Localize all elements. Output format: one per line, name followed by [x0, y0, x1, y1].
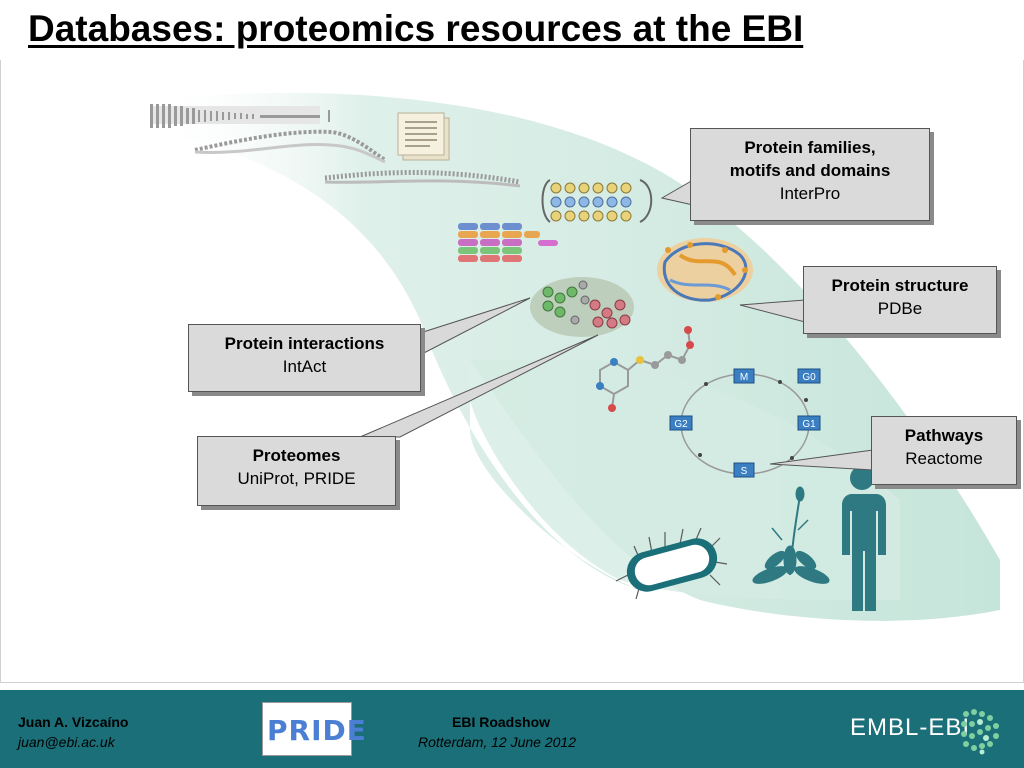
small-molecule-graphic — [596, 326, 694, 412]
callout-pathways: Pathways Reactome — [871, 416, 1017, 485]
cell-cycle-label-g0: G0 — [802, 372, 816, 383]
callout-protein-structure: Protein structure PDBe — [803, 266, 997, 334]
human-figure-graphic — [842, 466, 886, 611]
callout-pathways-db: Reactome — [905, 449, 983, 468]
pride-logo-text: PRIDE — [267, 714, 367, 747]
callout-protein-families-db: InterPro — [779, 184, 841, 203]
slide-title: Databases: proteomics resources at the E… — [28, 8, 804, 49]
bioinformatics-flow-illustration: M G0 G1 S G2 — [150, 92, 1000, 621]
callout-protein-structure-heading: Protein structure — [831, 276, 969, 295]
cell-cycle-label-m: M — [740, 372, 748, 383]
footer-email: juan@ebi.ac.uk — [18, 734, 115, 750]
protein-interaction-complex-graphic — [530, 277, 634, 337]
callout-protein-interactions: Protein interactions IntAct — [188, 324, 421, 392]
pride-logo: PRIDE — [262, 702, 366, 756]
dna-helix-graphic — [194, 129, 521, 188]
plant-graphic — [752, 486, 830, 584]
document-icon — [397, 112, 450, 161]
callout-protein-families: Protein families, motifs and domains Int… — [690, 128, 930, 221]
cell-cycle-node-s: S — [733, 462, 755, 478]
callout-proteomes: Proteomes UniProt, PRIDE — [197, 436, 396, 506]
protein-domain-beads-graphic — [541, 179, 653, 223]
cell-cycle-label-g2: G2 — [674, 419, 688, 430]
callout-proteomes-db: UniProt, PRIDE — [237, 469, 356, 488]
callout-protein-structure-db: PDBe — [877, 299, 923, 318]
embl-ebi-logo-text: EMBL-EBI — [850, 714, 971, 741]
cell-cycle-label-g1: G1 — [802, 419, 816, 430]
callout-protein-families-heading: Protein families, motifs and domains — [729, 138, 891, 180]
footer-event: EBI Roadshow — [452, 714, 551, 730]
dna-sequence-graphic — [150, 104, 330, 128]
footer-band — [0, 690, 1024, 768]
sequence-alignment-graphic — [458, 223, 558, 262]
embl-ebi-dots-icon — [961, 709, 999, 755]
footer-author: Juan A. Vizcaíno — [18, 714, 129, 730]
callout-proteomes-heading: Proteomes — [252, 446, 341, 465]
cell-cycle-label-s: S — [741, 466, 748, 477]
bacterium-graphic — [615, 527, 728, 600]
cell-cycle-node-m: M — [733, 368, 755, 384]
footer-date: Rotterdam, 12 June 2012 — [418, 734, 576, 750]
callout-protein-interactions-heading: Protein interactions — [224, 334, 385, 353]
callout-pointers — [359, 179, 874, 471]
callout-pathways-heading: Pathways — [904, 426, 984, 445]
callout-protein-interactions-db: IntAct — [282, 357, 327, 376]
cell-cycle-node-g1: G1 — [797, 415, 821, 431]
cell-cycle-node-g0: G0 — [797, 368, 821, 384]
protein-structure-graphic — [657, 238, 753, 302]
cell-cycle-node-g2: G2 — [669, 415, 693, 431]
